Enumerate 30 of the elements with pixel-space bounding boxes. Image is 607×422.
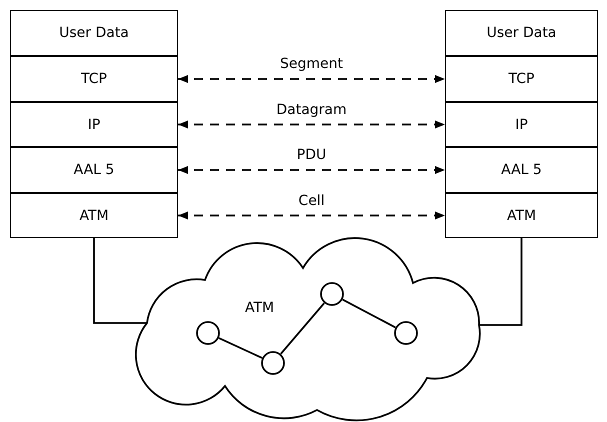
layer-box — [10, 102, 178, 147]
layer-label: User Data — [486, 25, 556, 41]
layer-box — [10, 193, 178, 238]
double-arrow — [178, 212, 445, 220]
layer-box — [445, 147, 598, 193]
layer-box — [10, 56, 178, 102]
layer-box — [445, 193, 598, 238]
connector-line — [93, 238, 147, 324]
layer-label: ATM — [506, 208, 536, 224]
connector-line — [218, 337, 262, 359]
layer-label: ATM — [79, 208, 109, 224]
layer-box — [10, 10, 178, 56]
double-arrow — [178, 120, 445, 128]
cloud-label: ATM — [245, 300, 274, 316]
layer-label: AAL 5 — [501, 162, 542, 178]
layer-box — [10, 147, 178, 193]
layer-box — [445, 56, 598, 102]
layer-label: IP — [88, 116, 100, 132]
layer-label: User Data — [59, 25, 129, 41]
double-arrow — [178, 166, 445, 174]
layer-label: TCP — [508, 71, 534, 87]
layer-box — [445, 102, 598, 147]
double-arrow — [178, 75, 445, 83]
layer-label: IP — [515, 116, 528, 132]
layer-label: AAL 5 — [74, 162, 114, 178]
connector-line — [479, 238, 522, 326]
layer-label: TCP — [81, 71, 107, 87]
connector-line — [280, 302, 325, 354]
connector-line — [342, 298, 396, 328]
layer-box — [445, 10, 598, 56]
